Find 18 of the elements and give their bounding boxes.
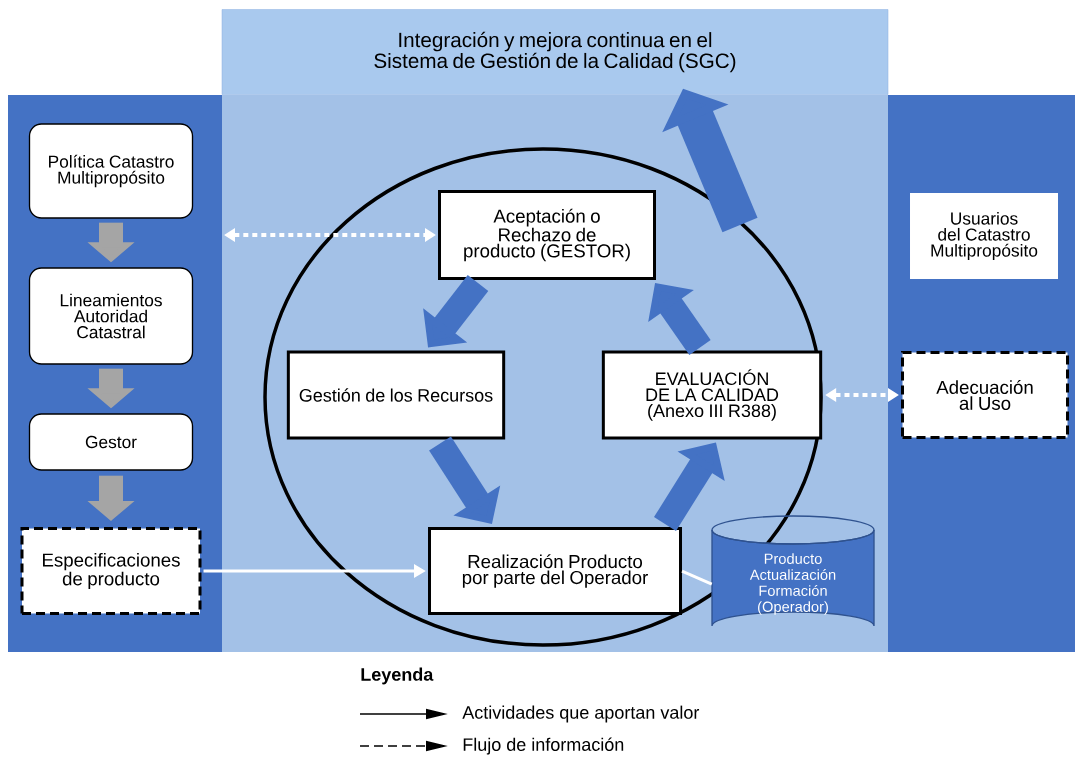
block-arrow [648,283,711,355]
block-arrow [429,436,501,524]
process-box: Lineamientos Autoridad Catastral [28,267,194,365]
text-box: Usuarios del Catastro Multipropósito [910,193,1058,279]
process-box: Política Catastro Multipropósito [28,123,194,219]
legend-label: Flujo de información [463,737,624,755]
legend-title: Leyenda [361,667,434,685]
legend-label: Actividades que aportan valor [462,705,700,723]
connector-line [681,569,713,586]
banner-box: Integración y mejora continua en el Sistema de Gestión de la Calidad (SGC) [221,9,889,95]
process-box: Gestión de los Recursos [286,350,506,440]
process-box: Especificaciones de producto [20,527,202,615]
process-box: Realización Producto por parte del Operador [428,527,682,615]
process-box: Aceptación o Rechazo de producto (GESTOR) [438,190,656,280]
database-cylinder: Producto Actualización Formación (Operador) [711,515,875,627]
process-box: EVALUACIÓN DE LA CALIDAD (Anexo III R388) [601,350,823,440]
process-box: Gestor [28,413,194,471]
process-box: Adecuación al Uso [901,351,1069,439]
